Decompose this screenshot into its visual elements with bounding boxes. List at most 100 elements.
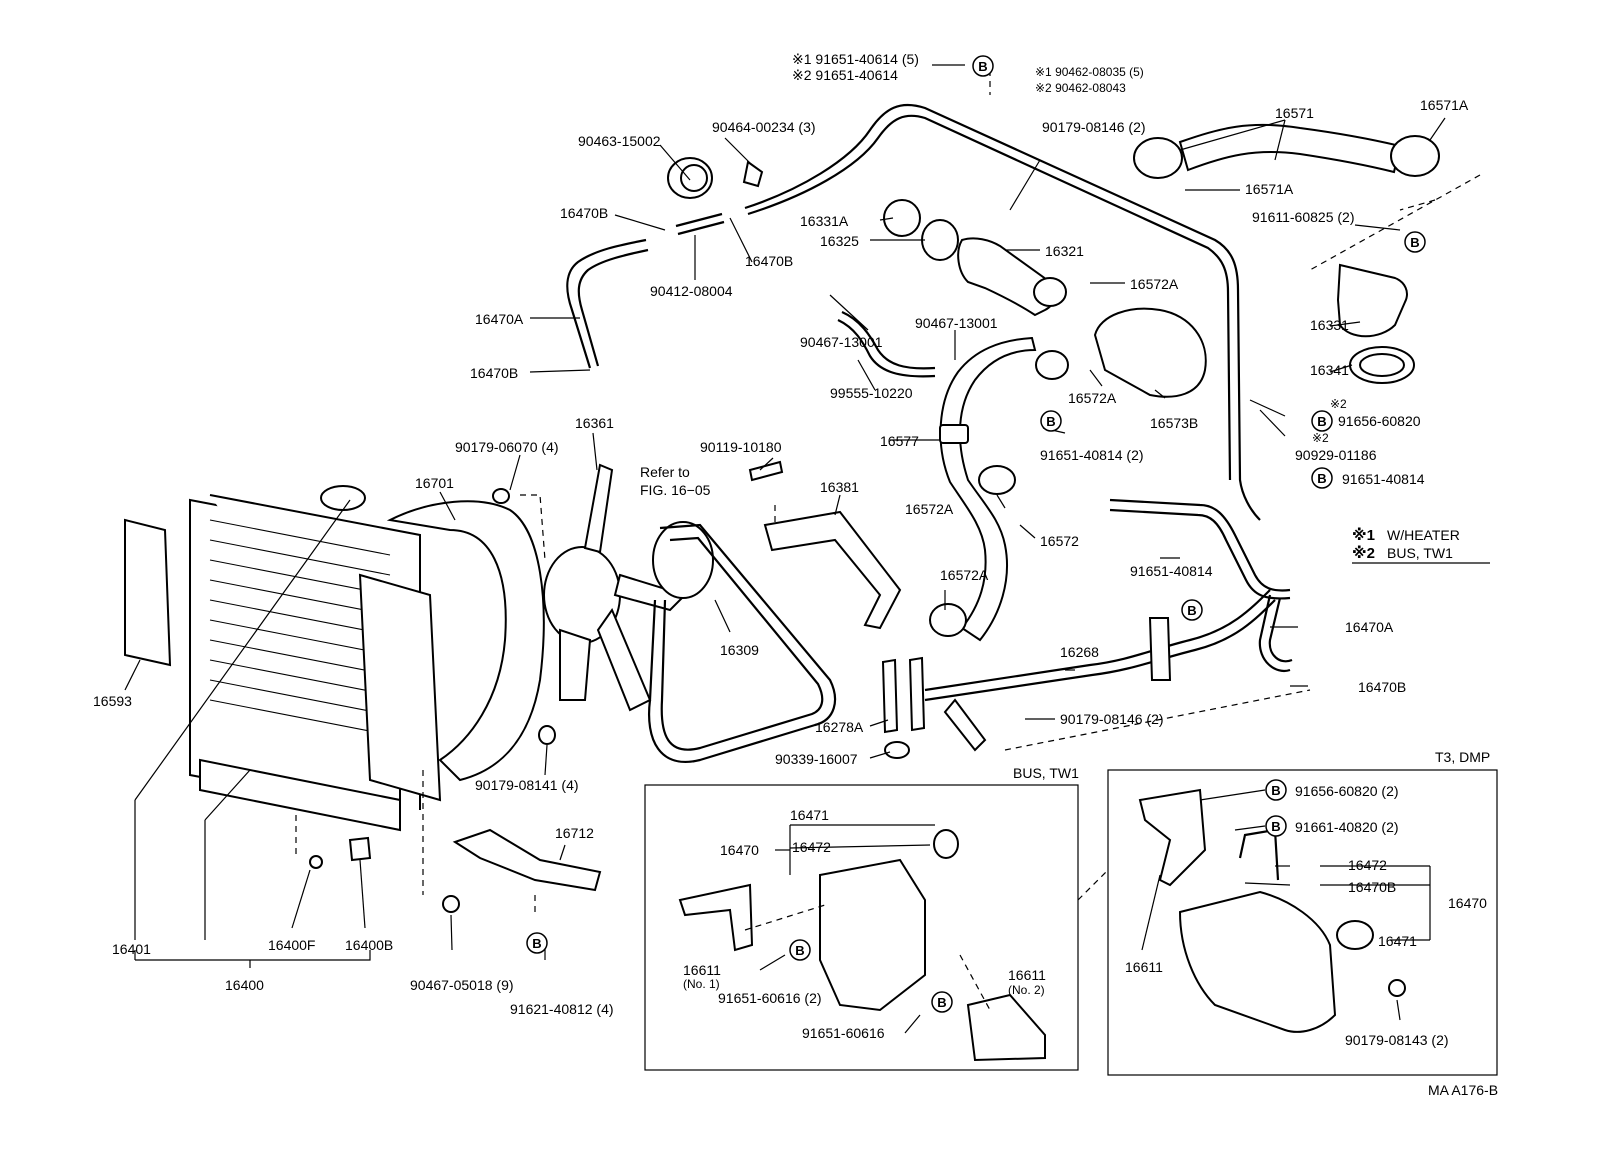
figure-id: MA A176-B — [1428, 1082, 1498, 1098]
gasket-16278A — [881, 658, 899, 734]
label-t3-16470: 16470 — [1448, 895, 1487, 911]
upper-hose-16571 — [1178, 123, 1402, 174]
leader-lines — [124, 64, 1481, 1034]
reserve-cap-16471 — [933, 829, 959, 859]
hose-99555-10220 — [837, 310, 936, 378]
svg-text:B: B — [532, 936, 541, 951]
label-16400F: 16400F — [268, 937, 315, 953]
nut-90179-06070 — [492, 488, 510, 504]
label-t3-16611: 16611 — [1125, 959, 1163, 975]
legend-note1-mark: ※1 — [1352, 526, 1375, 544]
svg-text:B: B — [1317, 414, 1326, 429]
label-16577: 16577 — [880, 433, 919, 449]
label-16325: 16325 — [820, 233, 859, 249]
label-16470B-3: 16470B — [470, 365, 518, 381]
svg-text:B: B — [1271, 819, 1280, 834]
label-inset-bus-title: BUS, TW1 — [1013, 765, 1079, 781]
label-91621-40812: 91621-40812 (4) — [510, 1001, 614, 1017]
svg-text:B: B — [1187, 603, 1196, 618]
v-belt — [648, 523, 837, 763]
water-outlet-16321 — [957, 237, 1056, 317]
label-90412-08004: 90412-08004 — [650, 283, 733, 299]
label-note2-mark-a: ※2 — [1330, 397, 1347, 411]
label-t3-16470B: 16470B — [1348, 879, 1396, 895]
thermostat-16331A — [883, 199, 921, 237]
bypass-hose-16470A — [566, 238, 647, 369]
drain-cock-16400B — [348, 836, 372, 862]
legend-note1-text: W/HEATER — [1387, 527, 1460, 543]
b-marker-10: B — [1265, 779, 1287, 801]
label-bus-16470: 16470 — [720, 842, 759, 858]
side-panel-16593 — [124, 518, 172, 667]
label-t3-91661-40820: 91661-40820 (2) — [1295, 819, 1399, 835]
label-16470A-right: 16470A — [1345, 619, 1394, 635]
reserve-tank-t3 — [1178, 890, 1337, 1033]
stay-16712 — [452, 828, 602, 892]
svg-text:B: B — [1271, 783, 1280, 798]
label-t3-91656-60820: 91656-60820 (2) — [1295, 783, 1399, 799]
inset-bus-tw1-frame — [644, 784, 1079, 1071]
svg-text:B: B — [795, 943, 804, 958]
return-pipe-16470A — [1109, 498, 1291, 600]
bracket-16611-t3 — [1138, 788, 1207, 887]
label-16309: 16309 — [720, 642, 759, 658]
label-16712: 16712 — [555, 825, 594, 841]
hose-90339-16007 — [943, 698, 987, 752]
b-marker-8: B — [789, 939, 811, 961]
b-marker-4: B — [1311, 410, 1333, 432]
label-91651-40814-c: 91651-40814 — [1130, 563, 1213, 579]
label-90467-13001-a: 90467-13001 — [800, 334, 883, 350]
label-bus-91651-60616-a: 91651-60616 (2) — [718, 990, 822, 1006]
label-16572A-1: 16572A — [1130, 276, 1179, 292]
label-refer-line2: FIG. 16−05 — [640, 482, 711, 498]
label-t3-16471: 16471 — [1378, 933, 1417, 949]
svg-text:B: B — [1410, 235, 1419, 250]
grommet-90467-05018 — [442, 895, 460, 913]
label-16321: 16321 — [1045, 243, 1084, 259]
label-90463-15002: 90463-15002 — [578, 133, 661, 149]
label-t3-90179-08143: 90179-08143 (2) — [1345, 1032, 1449, 1048]
pipe-90412-08004 — [675, 212, 725, 236]
label-bus-16472: 16472 — [792, 839, 831, 855]
fan-shroud-16701 — [386, 500, 545, 782]
bolt-90119-10180 — [748, 460, 784, 482]
label-16571A-bottom: 16571A — [1245, 181, 1294, 197]
label-91611-60825: 91611-60825 (2) — [1252, 209, 1354, 225]
label-16572A-2: 16572A — [1068, 390, 1117, 406]
b-marker-3: B — [1040, 410, 1062, 432]
label-16401: 16401 — [112, 941, 151, 957]
label-t3-16472: 16472 — [1348, 857, 1387, 873]
upper-heater-hose — [744, 103, 1261, 521]
legend-note2-text: BUS, TW1 — [1387, 545, 1453, 561]
label-16381: 16381 — [820, 479, 859, 495]
clip-16577 — [939, 424, 969, 444]
label-16573B: 16573B — [1150, 415, 1198, 431]
label-16470B-4: 16470B — [1358, 679, 1406, 695]
b-marker-6: B — [1181, 599, 1203, 621]
reserve-tank-bus — [819, 858, 926, 1012]
radiator-cap — [320, 485, 366, 511]
svg-text:B: B — [937, 995, 946, 1010]
label-16361: 16361 — [575, 415, 614, 431]
gasket-16325 — [921, 219, 959, 261]
label-16278A: 16278A — [815, 719, 864, 735]
grommet-90179-08143 — [1388, 979, 1406, 997]
water-pipe-16268 — [924, 589, 1276, 702]
label-16268: 16268 — [1060, 644, 1099, 660]
label-90467-05018: 90467-05018 (9) — [410, 977, 514, 993]
b-marker-11: B — [1265, 815, 1287, 837]
label-91651-40614-1: ※1 91651-40614 (5) — [792, 51, 919, 67]
label-16331A: 16331A — [800, 213, 849, 229]
b-marker-9: B — [931, 991, 953, 1013]
label-16400: 16400 — [225, 977, 264, 993]
label-inset-t3-title: T3, DMP — [1435, 749, 1490, 765]
drain-plug-16400F — [309, 855, 323, 869]
label-90179-08141: 90179-08141 (4) — [475, 777, 579, 793]
label-bus-16471: 16471 — [790, 807, 829, 823]
label-bus-16611-no1: 16611 — [683, 962, 721, 978]
hose-16573B — [1093, 307, 1207, 398]
label-bus-no2: (No. 2) — [1008, 983, 1045, 997]
label-16400B: 16400B — [345, 937, 393, 953]
cap-16471-t3 — [1336, 920, 1374, 950]
